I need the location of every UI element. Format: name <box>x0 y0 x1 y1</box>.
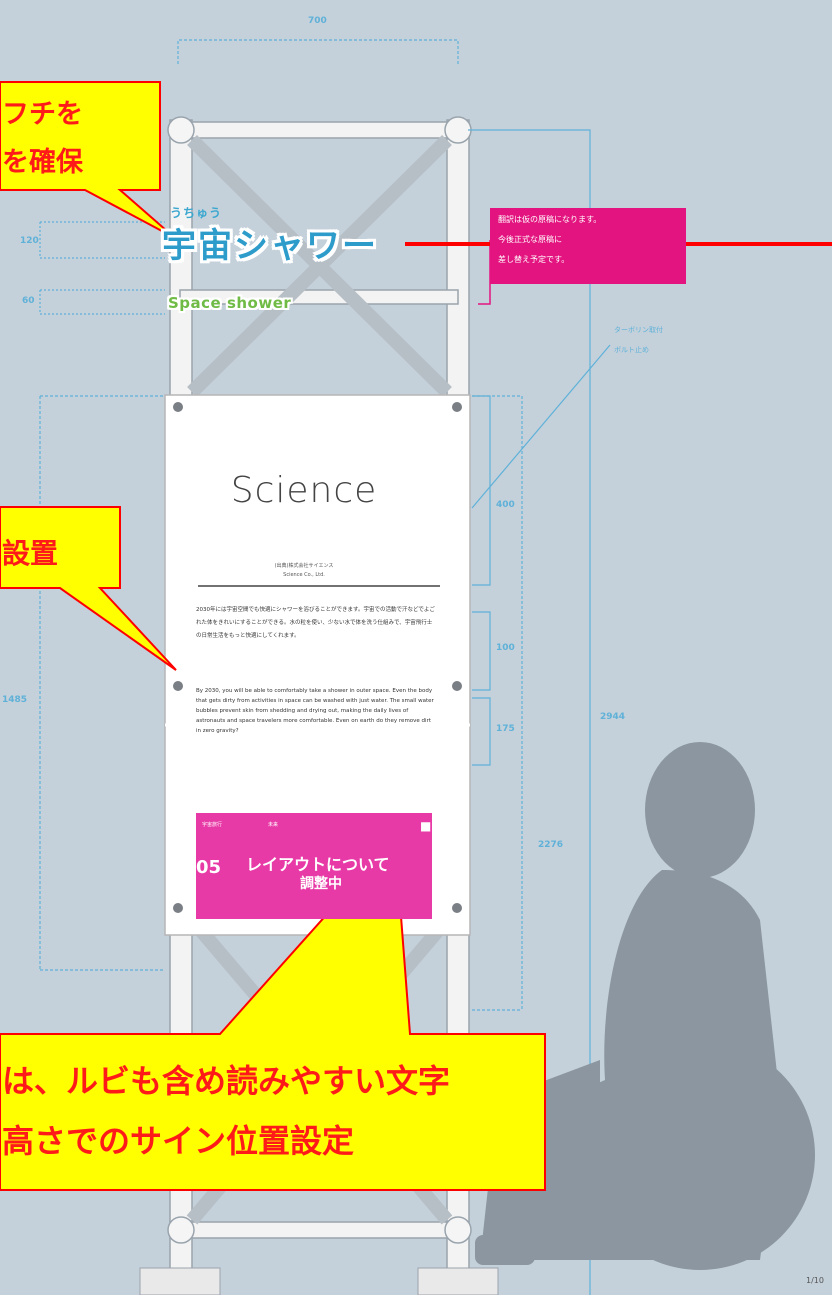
joint <box>167 1216 195 1244</box>
callout-middle-text: 設置 <box>2 537 59 570</box>
pink-corner-mark: ■ <box>420 819 432 833</box>
dim-ruby-height: 120 <box>20 236 39 246</box>
title-japanese: 宇宙シャワー <box>162 226 378 266</box>
note-line2: 今後正式な原稿に <box>498 235 562 244</box>
note-bracket <box>478 240 491 305</box>
callout-bottom-line2: 高さでのサイン位置設定 <box>2 1122 355 1160</box>
title-ruby: うちゅう <box>170 206 223 220</box>
page-number: 1/10 <box>806 1276 824 1285</box>
dim-panel-height: 1485 <box>2 695 28 705</box>
bolt-annotation: ターボリン取付 ボルト止め <box>614 320 663 360</box>
joint <box>444 116 472 144</box>
note-line1: 翻訳は仮の原稿になります。 <box>498 215 602 224</box>
pink-info-block: 宇宙旅行 未来 レイアウトについて 調整中 05 ■ <box>196 813 432 919</box>
pink-small-left: 宇宙旅行 <box>202 822 223 828</box>
panel-bolts <box>173 402 462 913</box>
brace <box>187 135 452 397</box>
top-crossbar <box>179 121 459 139</box>
dim-panel-upper: 400 <box>496 500 515 510</box>
body-japanese: 2030年には宇宙空間でも快適にシャワーを浴びることができます。宇宙での活動で汗… <box>196 607 435 639</box>
pink-number: 05 <box>196 857 222 878</box>
pink-big-line2: 調整中 <box>300 876 342 892</box>
callout-top <box>0 81 176 239</box>
callout-top-line1: フチを <box>2 99 83 130</box>
dim-panel-en: 175 <box>496 724 515 734</box>
callout-bottom <box>0 835 546 1191</box>
wheelchair-user-silhouette <box>475 742 815 1270</box>
callout-top-line2: を確保 <box>2 147 83 178</box>
joint <box>444 1216 472 1244</box>
bolt-line1: ターボリン取付 <box>614 326 663 334</box>
dim-top-width: 700 <box>308 16 327 26</box>
translation-note: 翻訳は仮の原稿になります。 今後正式な原稿に 差し替え予定です。 <box>490 208 686 284</box>
callout-bottom-line1: は、ルビも含め読みやすい文字 <box>2 1062 451 1100</box>
dimension-lines <box>39 39 523 1011</box>
bolt-line2: ボルト止め <box>614 346 649 354</box>
title-english: Space shower <box>168 294 292 312</box>
dim-total-height: 2944 <box>600 712 626 722</box>
pink-small-mid: 未来 <box>268 822 279 828</box>
dim-panel-jp: 100 <box>496 643 515 653</box>
mid-crossbar <box>179 289 459 305</box>
note-line3: 差し替え予定です。 <box>498 255 570 264</box>
base-foot-right <box>417 1267 499 1295</box>
body-english: By 2030, you will be able to comfortably… <box>196 688 434 734</box>
dim-en-height: 60 <box>22 296 35 306</box>
dimension-brackets <box>468 129 611 1295</box>
subtitle-japanese: (出典)株式会社サイエンス <box>274 563 334 569</box>
science-title: Science <box>230 470 378 511</box>
joint <box>167 116 195 144</box>
sign-panel <box>164 394 471 726</box>
pink-big-line1: レイアウトについて <box>246 855 390 874</box>
bottom-crossbar <box>179 1221 459 1239</box>
dim-sign-height: 2276 <box>538 840 564 850</box>
subtitle-english: Science Co., Ltd. <box>283 572 325 578</box>
callout-middle <box>0 506 177 671</box>
base-foot-left <box>139 1267 221 1295</box>
